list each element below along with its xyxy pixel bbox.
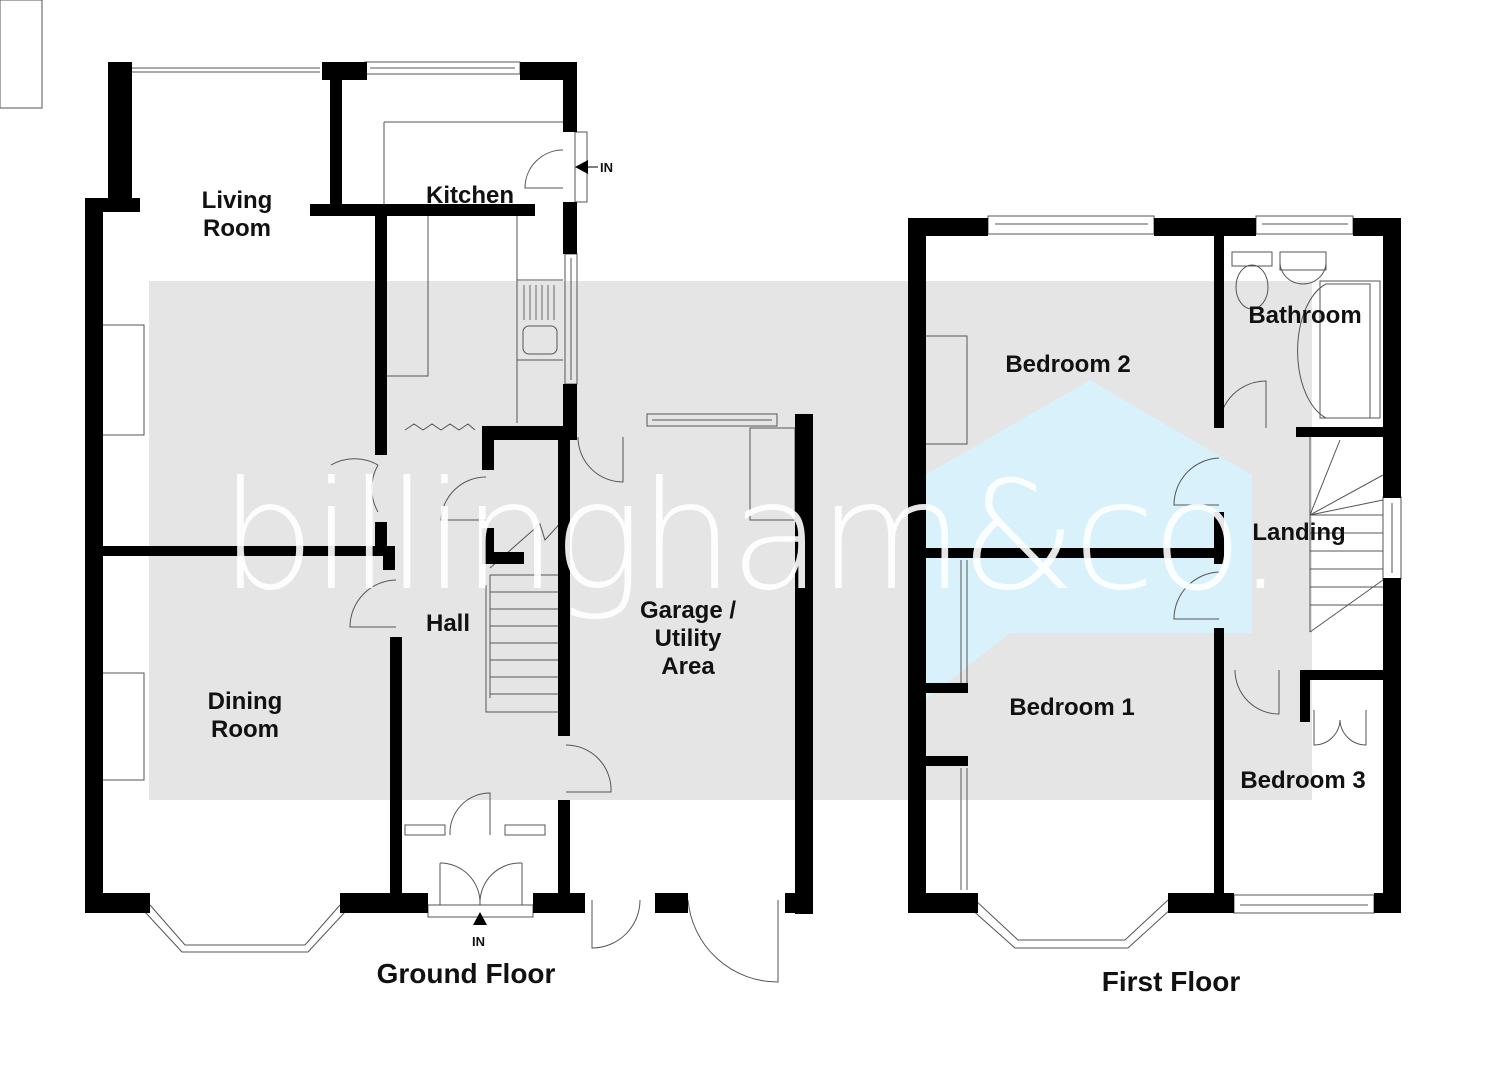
entrance-label-kitchen: IN [600,160,613,175]
room-label-hall: Hall [425,610,471,637]
room-label-dining-room: Dining Room [207,688,283,743]
room-label-living-room: Living Room [201,187,273,242]
room-label-garage: Garage / Utility Area [639,597,737,680]
floor-title-first: First Floor [1101,966,1241,997]
entrance-label-front: IN [472,934,485,949]
room-label-bedroom-1: Bedroom 1 [1009,694,1135,721]
room-label-kitchen: Kitchen [425,182,515,209]
room-label-bedroom-3: Bedroom 3 [1240,767,1366,794]
room-label-landing: Landing [1252,519,1346,546]
room-label-bedroom-2: Bedroom 2 [1005,351,1131,378]
floor-title-ground: Ground Floor [376,958,556,989]
room-label-bathroom: Bathroom [1248,302,1362,329]
